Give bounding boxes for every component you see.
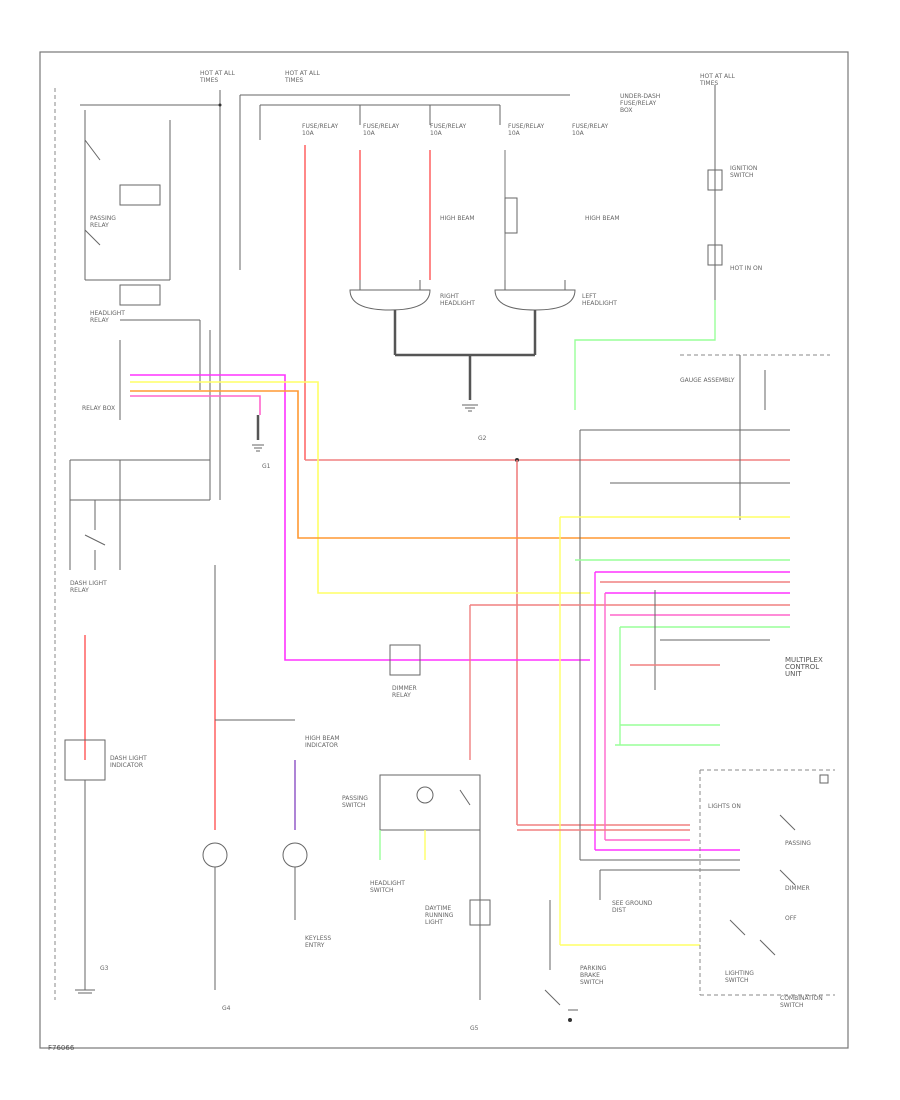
hot-at-all-times-label-1: HOT AT ALL TIMES (199, 70, 237, 84)
ground-g5-label: G5 (470, 1025, 479, 1032)
right-green-wire (574, 300, 716, 410)
high-beam-label-left: HIGH BEAM (585, 215, 620, 222)
high-beam-label-right: HIGH BEAM (440, 215, 475, 222)
top-power-bus (80, 90, 570, 500)
wire-pink (130, 395, 261, 415)
gauge-assembly-label: GAUGE ASSEMBLY (680, 377, 735, 384)
off-label: OFF (785, 915, 797, 922)
ground-g2-label: G2 (478, 435, 487, 442)
ground-g4-label: G4 (222, 1005, 231, 1012)
multiplex-connector-lines (470, 429, 790, 860)
dimmer-label: DIMMER (785, 885, 810, 892)
left-relay-assembly (84, 110, 201, 420)
high-beam-indicator-right (282, 842, 308, 868)
right-top-fuse-chain (707, 85, 723, 300)
ground-g1 (252, 415, 264, 452)
ground-g1-label: G1 (262, 463, 271, 470)
combination-switch-center (379, 774, 491, 1000)
hot-at-all-times-label-3: HOT AT ALL TIMES (699, 73, 737, 87)
diagram-border (39, 51, 849, 1049)
relay-box (54, 88, 211, 640)
headlight-ground-bus (393, 310, 537, 412)
high-beam-indicator-left (202, 842, 228, 868)
lighting-switch-box (699, 769, 835, 996)
right-headlight (349, 280, 431, 311)
ground-g3-label: G3 (100, 965, 109, 972)
passing-label: PASSING (785, 840, 811, 847)
wire-orange (130, 390, 790, 539)
hot-at-all-times-label-2: HOT AT ALL TIMES (284, 70, 322, 84)
lights-on-label: LIGHTS ON (708, 803, 741, 810)
relay-box-label: RELAY BOX (82, 405, 115, 412)
parking-brake-switch (544, 900, 578, 1022)
wire-yellow (130, 381, 590, 594)
left-headlight (494, 280, 576, 311)
footer-code: F76066 (48, 1044, 75, 1052)
hot-in-on-label: HOT IN ON (730, 265, 762, 272)
dimmer-relay (389, 644, 421, 676)
wire-magenta (130, 374, 590, 661)
